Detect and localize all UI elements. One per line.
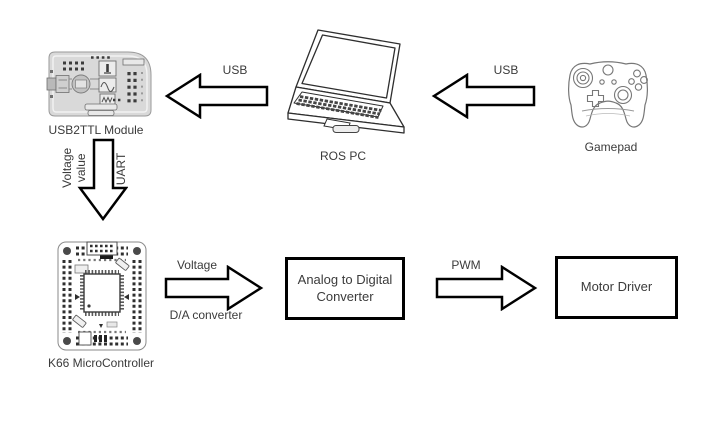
usb-arrow-pc-to-usb2ttl [164, 73, 270, 119]
adc-box-label: Analog to Digital Converter [297, 271, 393, 304]
k66-label: K66 MicroController [47, 356, 155, 370]
usb2ttl-label: USB2TTL Module [48, 123, 144, 137]
uart-down-arrow [77, 138, 128, 221]
pwm-edge-label: PWM [451, 258, 481, 272]
gamepad-icon [560, 55, 660, 140]
k66-board-icon [56, 239, 148, 353]
usb-edge-label-1: USB [222, 63, 248, 77]
voltage-edge-label: Voltage [176, 258, 218, 272]
motor-driver-box: Motor Driver [555, 256, 678, 319]
usb-arrow-gamepad-to-pc [431, 73, 537, 119]
da-converter-arrow [164, 265, 264, 311]
motor-driver-box-label: Motor Driver [580, 279, 653, 295]
gamepad-label: Gamepad [584, 140, 638, 154]
adc-box: Analog to Digital Converter [285, 257, 405, 320]
voltage-value-edge-label: Voltage value [60, 147, 88, 188]
uart-edge-label: UART [114, 152, 129, 186]
usb-edge-label-2: USB [493, 63, 519, 77]
ros-pc-label: ROS PC [319, 149, 366, 163]
ros-pc-laptop-icon [286, 26, 411, 141]
pwm-arrow [435, 265, 538, 311]
da-converter-edge-label: D/A converter [169, 308, 243, 322]
usb2ttl-board-icon [46, 49, 154, 119]
